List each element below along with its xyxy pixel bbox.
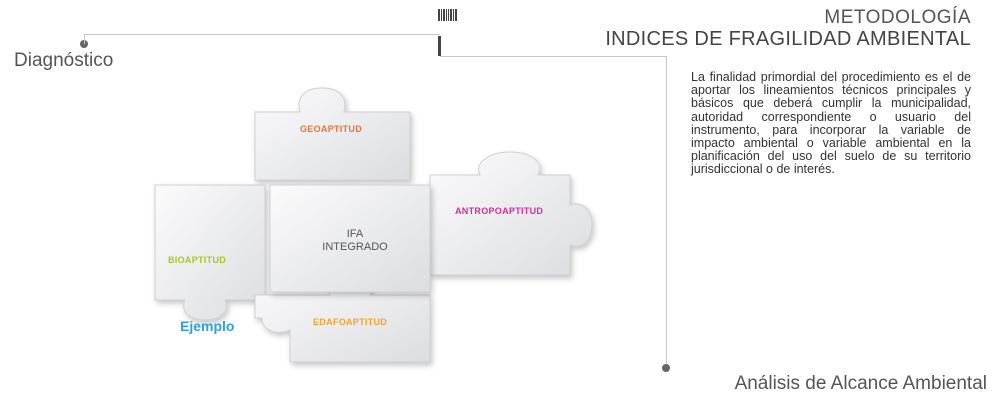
ifa-label-line2: INTEGRADO: [322, 241, 388, 253]
page-title: METODOLOGÍA: [824, 7, 971, 28]
antropoaptitud-label: ANTROPOAPTITUD: [455, 206, 544, 216]
top-connector-line: [84, 34, 440, 35]
puzzle-piece-left: [154, 184, 266, 321]
geoaptitud-label: GEOAPTITUD: [300, 124, 363, 134]
ejemplo-link[interactable]: Ejemplo: [180, 318, 235, 334]
ifa-integrado-label: IFA INTEGRADO: [315, 228, 395, 254]
title-block: METODOLOGÍA INDICES DE FRAGILIDAD AMBIEN…: [605, 7, 971, 51]
barcode-decoration: [438, 9, 460, 21]
edafoaptitud-label: EDAFOAPTITUD: [313, 317, 388, 327]
puzzle-piece-center: [269, 184, 431, 293]
puzzle-piece-right: [429, 151, 593, 276]
title-underline: [440, 56, 667, 57]
ifa-label-line1: IFA: [346, 228, 364, 240]
analisis-dot: [662, 364, 670, 372]
title-accent-bar: [438, 36, 441, 56]
vertical-connector-line: [666, 56, 667, 364]
analisis-label: Análisis de Alcance Ambiental: [734, 373, 987, 394]
diagnostico-dot: [80, 40, 88, 48]
bioaptitud-label: BIOAPTITUD: [168, 255, 226, 265]
puzzle-piece-top: [254, 87, 411, 181]
diagnostico-label: Diagnóstico: [14, 50, 114, 71]
description-text: La finalidad primordial del procedimient…: [691, 70, 971, 177]
page-subtitle: INDICES DE FRAGILIDAD AMBIENTAL: [605, 28, 971, 50]
diagnostico-stem: [84, 34, 85, 44]
